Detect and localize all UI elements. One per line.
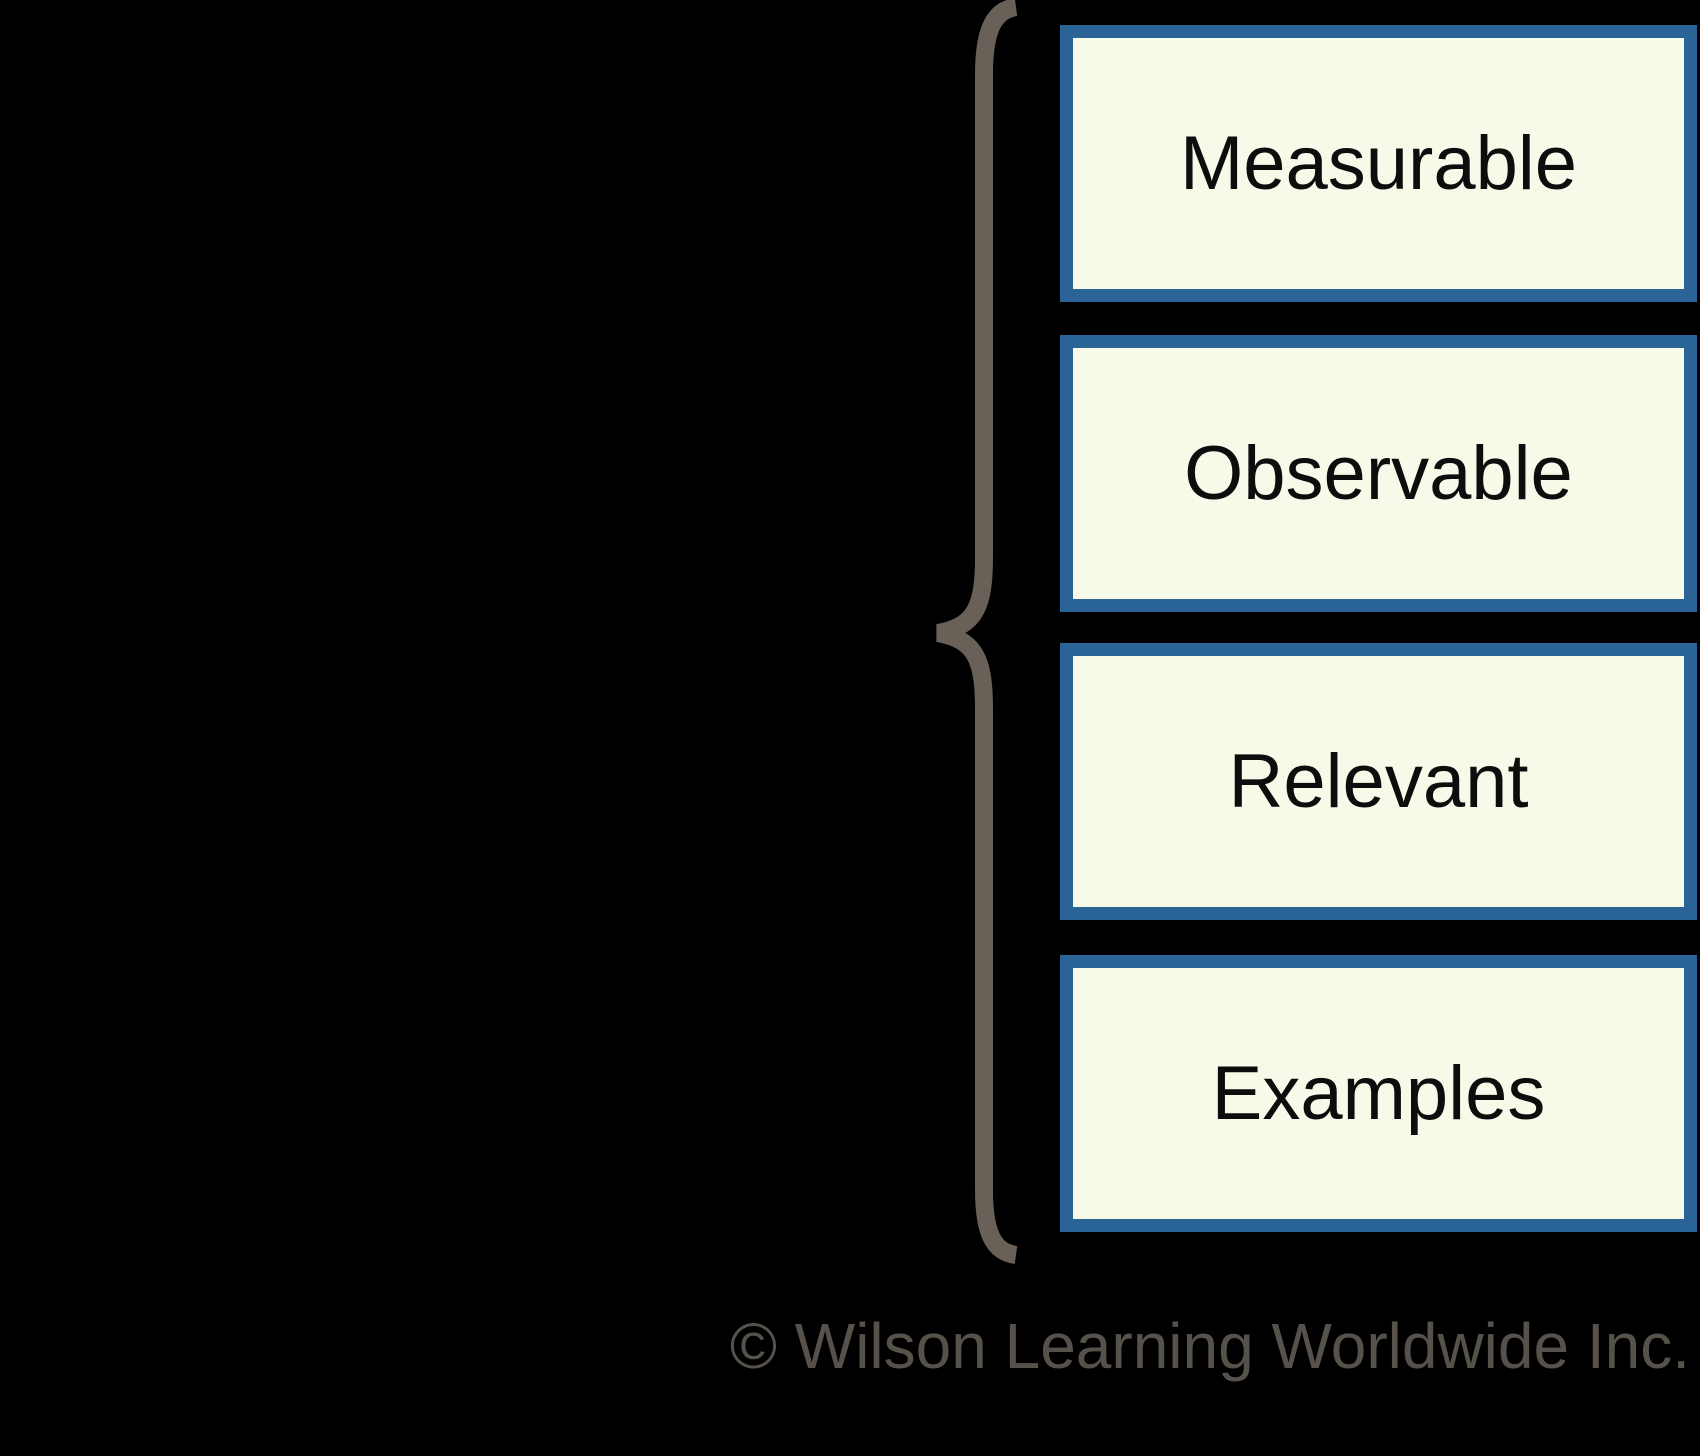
box-observable: Observable — [1060, 335, 1697, 612]
box-relevant-label: Relevant — [1228, 738, 1529, 824]
copyright-text: © Wilson Learning Worldwide Inc. — [729, 1310, 1690, 1382]
box-examples-label: Examples — [1211, 1050, 1546, 1136]
box-measurable: Measurable — [1060, 25, 1697, 302]
left-curly-brace-icon — [936, 0, 1018, 1264]
box-observable-label: Observable — [1184, 430, 1573, 516]
box-measurable-label: Measurable — [1179, 120, 1578, 206]
box-examples: Examples — [1060, 955, 1697, 1232]
box-relevant: Relevant — [1060, 643, 1697, 920]
